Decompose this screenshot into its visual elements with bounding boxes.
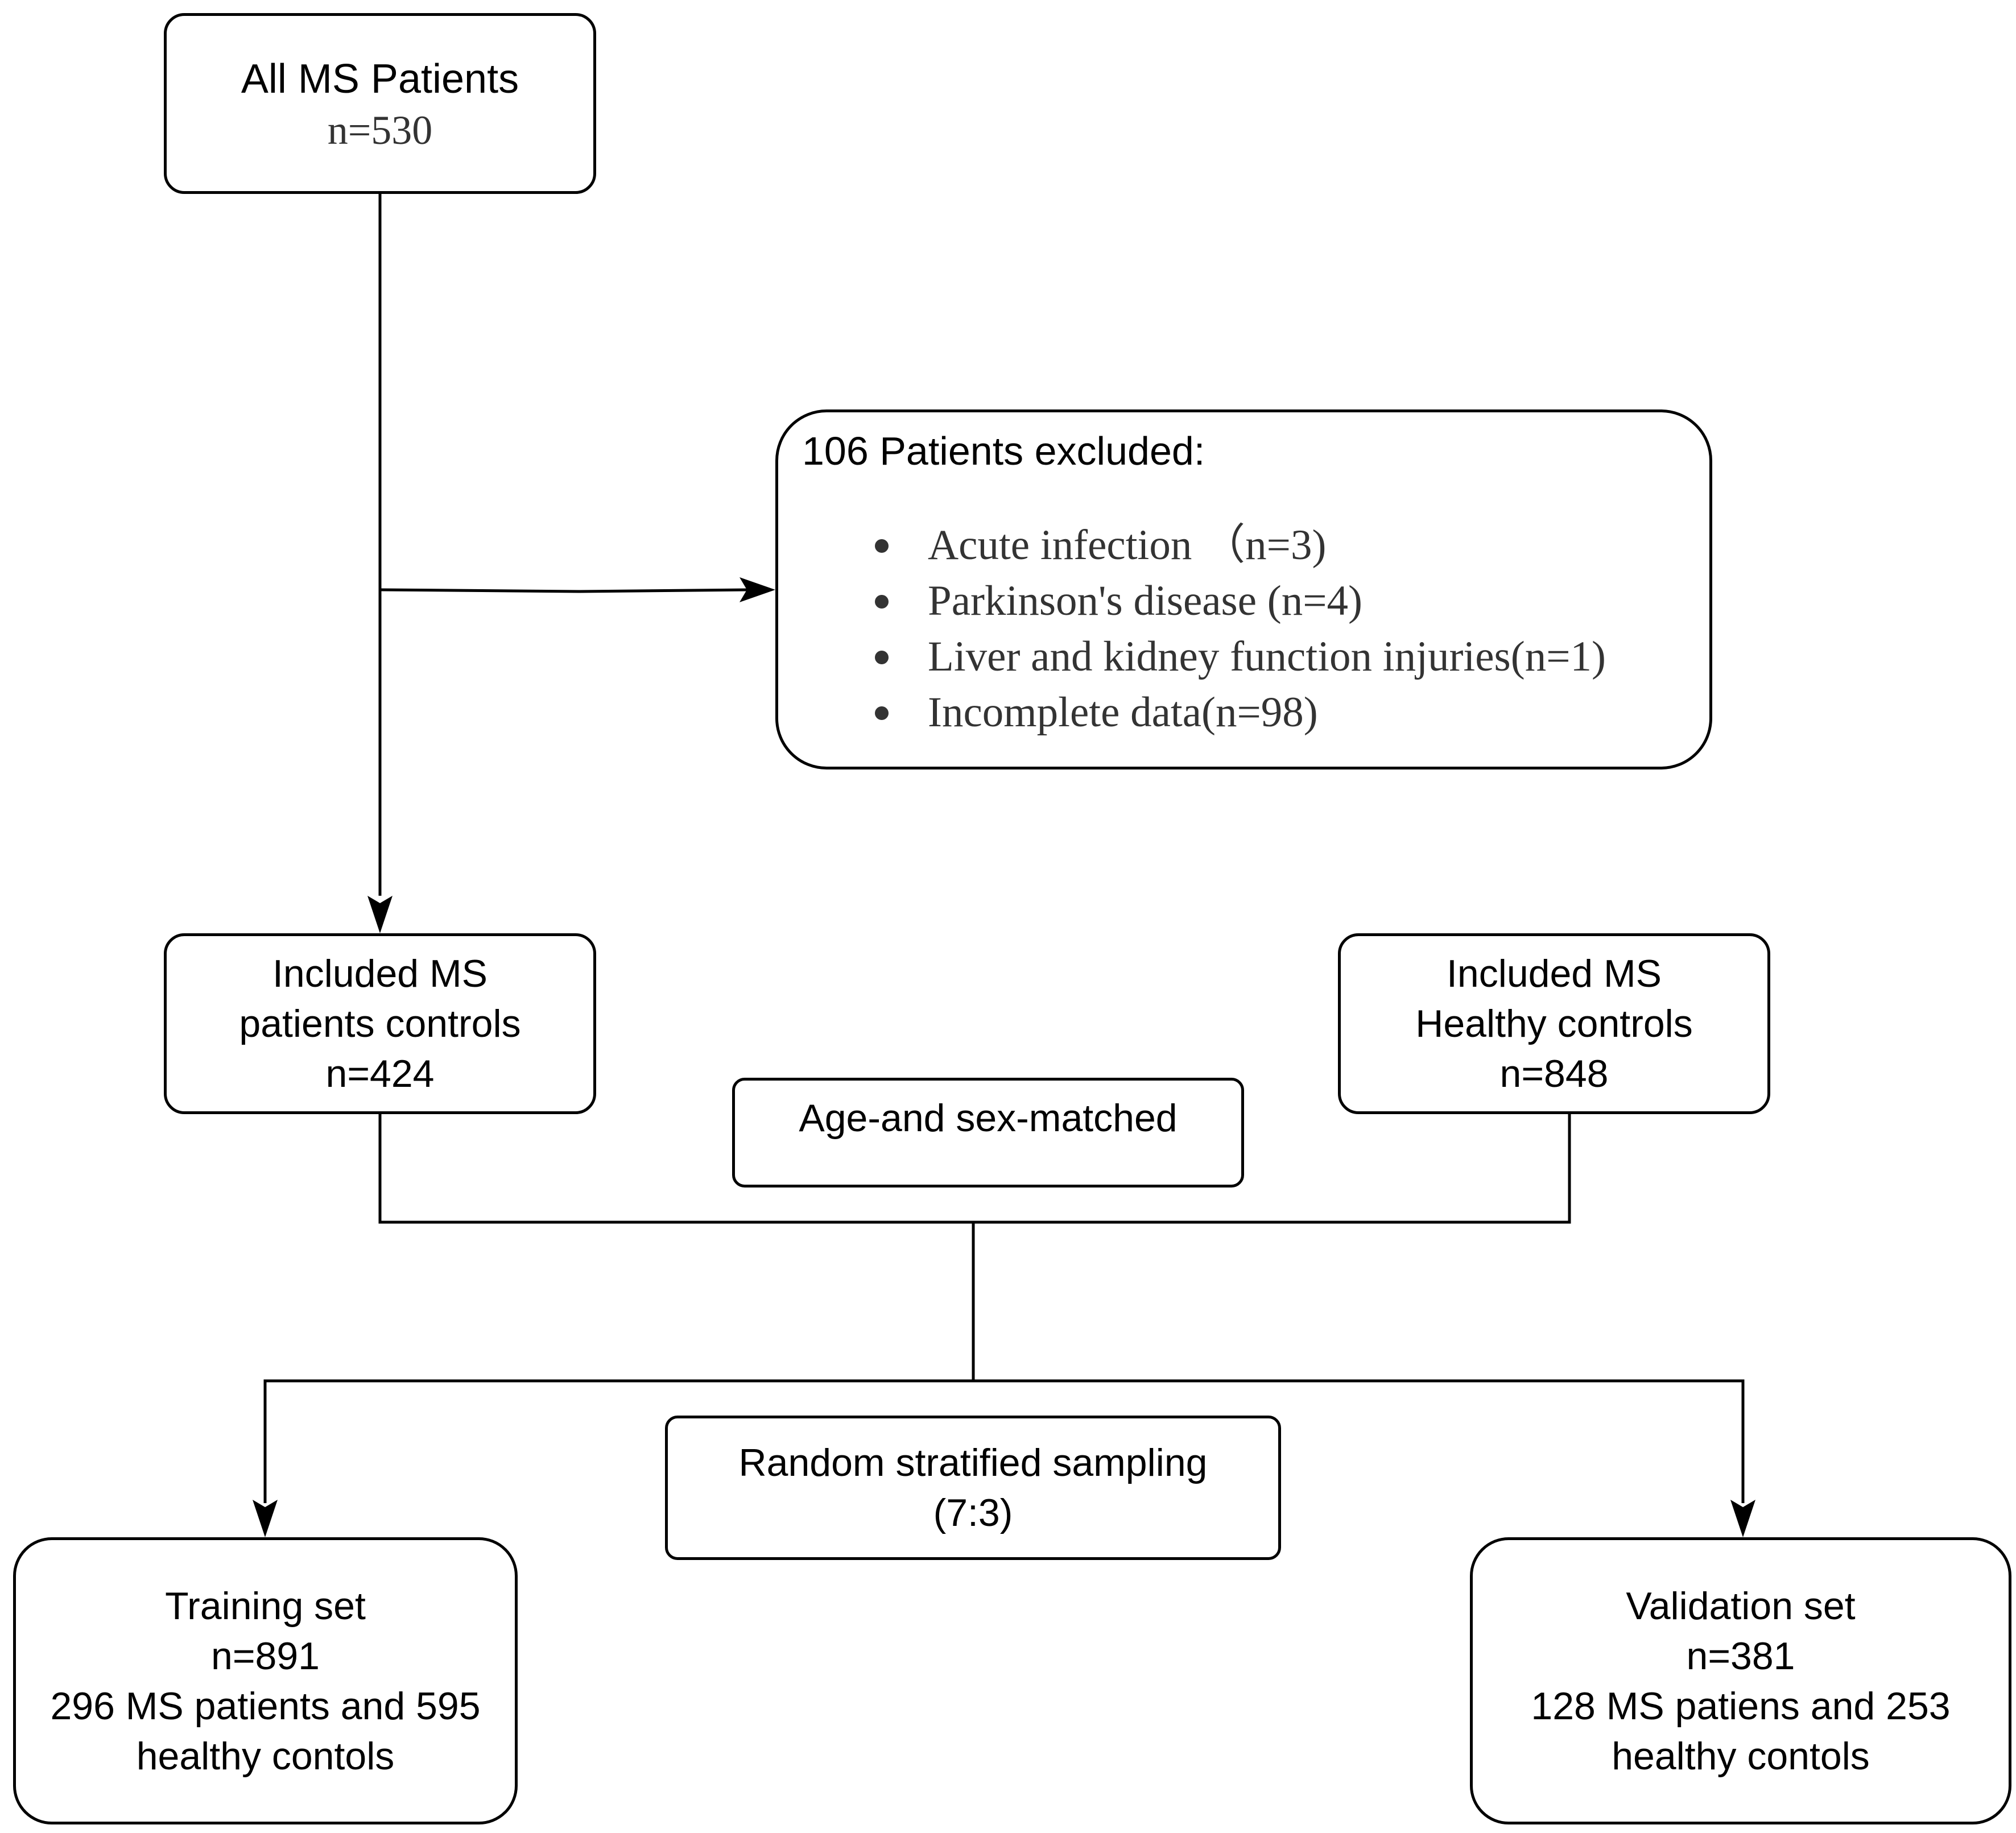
included-healthy-line2: Healthy controls [1415,1002,1693,1045]
all-patients-count: n=530 [327,107,433,153]
exclusion-item: Acute infection （n=3) [875,518,1606,573]
included-ms-count: n=424 [325,1052,435,1095]
validation-title: Validation set [1626,1584,1856,1628]
training-set-box: Training set n=891 296 MS patients and 5… [13,1537,518,1824]
arrowhead-to-training [253,1500,278,1537]
validation-set-box: Validation set n=381 128 MS patiens and … [1470,1537,2011,1824]
bullet-icon [875,706,889,720]
matching-box: Age-and sex-matched [732,1078,1244,1187]
excluded-title: 106 Patients excluded: [802,429,1205,473]
exclusion-item: Parkinson's disease (n=4) [875,573,1606,629]
bullet-icon [875,595,889,609]
all-patients-title: All MS Patients [241,56,519,102]
sampling-line1: Random stratified sampling [738,1441,1208,1484]
bullet-icon [875,539,889,553]
included-healthy-box: Included MS Healthy controls n=848 [1338,933,1770,1114]
sampling-line2: (7:3) [933,1491,1013,1534]
included-ms-line2: patients controls [239,1002,521,1045]
excluded-box: 106 Patients excluded: Acute infection （… [775,409,1712,769]
bullet-icon [875,651,889,664]
matching-label: Age-and sex-matched [799,1097,1178,1140]
all-patients-box: All MS Patients n=530 [164,13,596,194]
included-ms-box: Included MS patients controls n=424 [164,933,596,1114]
included-healthy-count: n=848 [1499,1052,1609,1095]
training-title: Training set [165,1584,366,1628]
included-healthy-line1: Included MS [1447,952,1662,995]
training-composition-cont: healthy contols [136,1734,395,1778]
arrowhead-to-validation [1730,1500,1755,1537]
arrowhead-to-included [367,896,393,933]
exclusion-item: Incomplete data(n=98) [875,685,1606,740]
validation-count: n=381 [1686,1634,1795,1678]
arrowhead-to-excluded [740,577,775,602]
exclusion-list: Acute infection （n=3) Parkinson's diseas… [875,518,1606,740]
exclusion-item: Liver and kidney function injuries(n=1) [875,629,1606,685]
validation-composition: 128 MS patiens and 253 [1531,1684,1951,1728]
exclusion-branch-line [379,588,750,593]
training-composition: 296 MS patients and 595 [50,1684,481,1728]
training-count: n=891 [211,1634,320,1678]
split-line [263,1379,1745,1503]
validation-composition-cont: healthy contols [1612,1734,1870,1778]
sampling-box: Random stratified sampling (7:3) [665,1416,1281,1560]
included-ms-line1: Included MS [272,952,488,995]
